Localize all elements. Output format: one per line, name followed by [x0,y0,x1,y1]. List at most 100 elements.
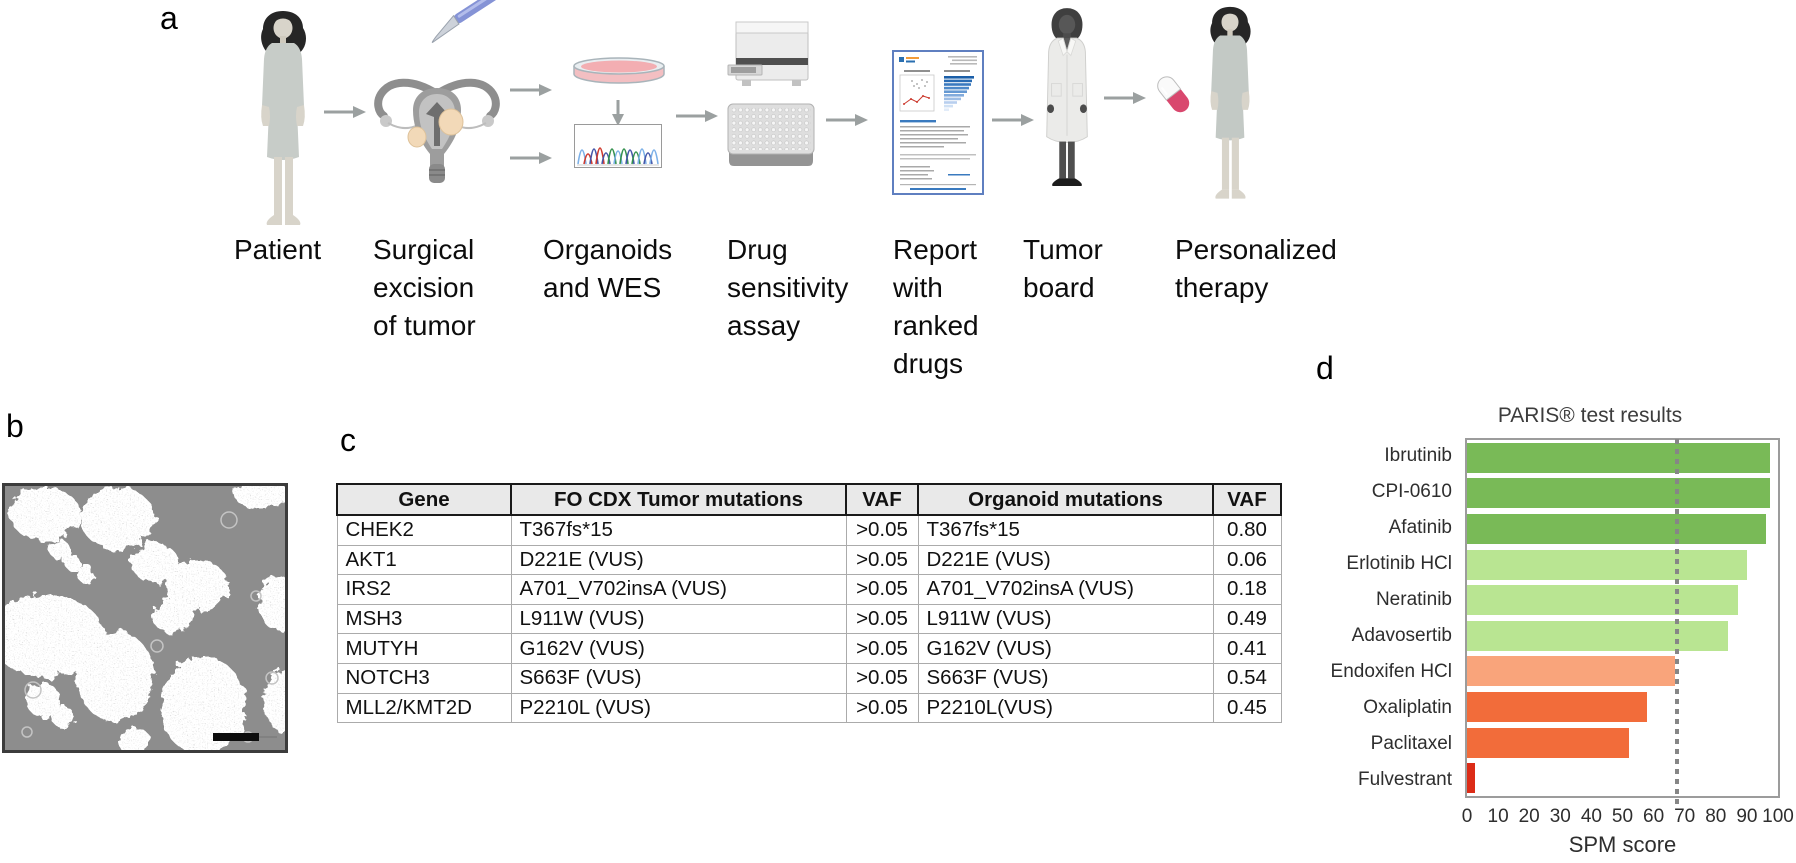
step-label-line: and WES [543,272,662,303]
well-plate-icon [724,100,818,177]
table-cell: NOTCH3 [336,662,512,694]
bar-afatinib [1467,513,1766,544]
step-label-line: Surgical [373,234,475,265]
bar-label: Erlotinib HCl [1346,553,1452,574]
bar-track [1467,760,1778,796]
arrow-right-icon [826,114,868,126]
step-label-line: excision [373,272,475,303]
step-label-line: Tumor [1023,234,1103,265]
scale-bar [213,733,259,741]
bar-track [1467,511,1778,547]
uterus-icon [374,72,500,191]
x-tick-label: 30 [1549,806,1571,827]
step-label-line: assay [727,310,801,341]
doctor-icon [1038,8,1096,197]
bar-track [1467,547,1778,583]
table-cell: 0.41 [1212,633,1282,664]
step-label-line: Report [893,234,978,265]
panel-b-label: b [6,408,24,444]
arrow-right-icon [992,114,1034,126]
table-cell: T367fs*15 [510,514,847,546]
bar-label: Oxaliplatin [1363,697,1452,718]
x-tick-label: 0 [1461,806,1473,827]
x-tick-label: 40 [1580,806,1602,827]
bar-label: Adavosertib [1351,625,1452,646]
panel-d-label: d [1316,350,1334,386]
table-cell: A701_V702insA (VUS) [917,574,1214,605]
bar-label: Ibrutinib [1384,445,1452,466]
arrow-right-icon [676,110,718,122]
bar-paclitaxel [1467,727,1629,758]
bar-oxaliplatin [1467,691,1648,722]
table-cell: 0.80 [1212,514,1282,546]
table-cell: MUTYH [336,633,512,664]
patient-icon [250,10,316,245]
column-header: VAF [845,483,919,516]
table-cell: 0.06 [1212,544,1282,576]
step-label-line: drugs [893,348,964,379]
step-label-line: of tumor [373,310,476,341]
step-label-line: ranked [893,310,979,341]
x-tick-label: 90 [1736,806,1758,827]
table-cell: CHEK2 [336,514,512,546]
table-cell: >0.05 [845,692,919,724]
x-tick-label: 10 [1487,806,1509,827]
table-cell: A701_V702insA (VUS) [510,574,847,605]
chart-bars [1467,440,1778,796]
table-cell: 0.45 [1212,692,1282,724]
bar-track [1467,440,1778,476]
bar-track [1467,725,1778,761]
bar-track [1467,618,1778,654]
table-cell: IRS2 [336,574,512,605]
pill-icon [1150,69,1201,124]
column-header: FO CDX Tumor mutations [510,483,847,516]
table-cell: D221E (VUS) [510,544,847,576]
table-cell: G162V (VUS) [917,633,1214,664]
bar-ibrutinib [1467,442,1771,473]
report-icon [892,50,984,200]
bar-track [1467,654,1778,690]
arrow-right-icon [510,152,552,164]
bar-label: Neratinib [1375,589,1452,610]
table-cell: G162V (VUS) [510,633,847,664]
table-cell: 0.54 [1212,662,1282,694]
table-cell: 0.49 [1212,603,1282,635]
column-header: Organoid mutations [917,483,1214,516]
step-label-line: Patient [234,234,322,265]
arrow-right-icon [324,106,366,118]
bar-neratinib [1467,585,1738,616]
panel-a-label: a [160,0,178,36]
table-cell: >0.05 [845,514,919,546]
step-label-line: sensitivity [727,272,849,303]
x-tick-label: 80 [1705,806,1727,827]
column-header: VAF [1212,483,1282,516]
table-cell: >0.05 [845,633,919,664]
bar-label: Endoxifen HCl [1330,661,1452,682]
sequencing-trace-icon [574,124,662,173]
step-label-line: with [893,272,943,303]
table-cell: D221E (VUS) [917,544,1214,576]
table-cell: P2210L(VUS) [917,692,1214,724]
table-cell: T367fs*15 [917,514,1214,546]
chart-title: PARIS® test results [1497,404,1683,427]
x-tick-label: 100 [1762,806,1794,827]
step-label-report-ranked-drugs: Report with ranked drugs [893,231,979,383]
organoid-micrograph [0,479,304,757]
table-cell: >0.05 [845,603,919,635]
arrow-right-icon [510,84,552,96]
arrow-down-icon [612,100,624,126]
